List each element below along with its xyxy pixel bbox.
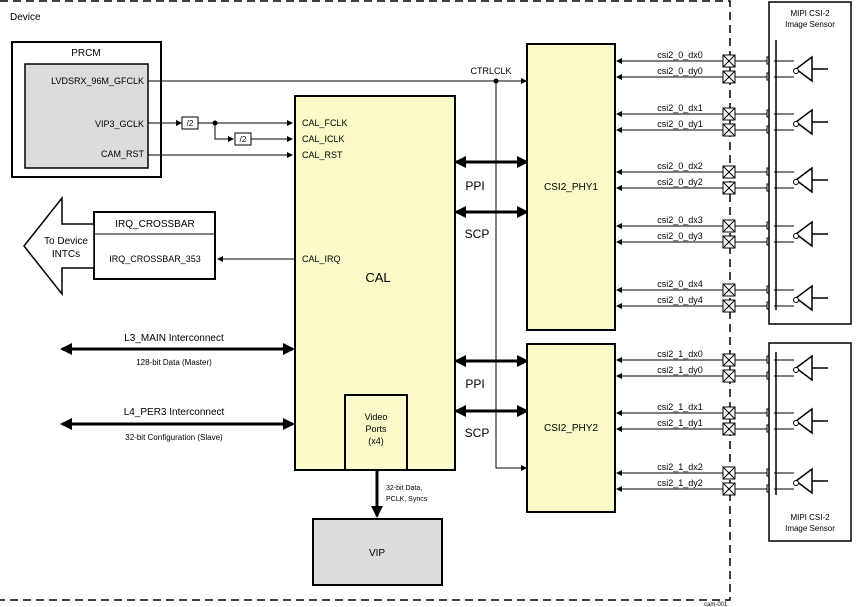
prcm-block: PRCM LVDSRX_96M_GFCLK VIP3_GCLK CAM_RST xyxy=(11,41,162,178)
phy2-lane-5-label: csi2_1_dy2 xyxy=(657,478,703,488)
lane-driver xyxy=(774,55,828,83)
sensor1-line2: Image Sensor xyxy=(785,20,835,29)
to-intc-arrow xyxy=(23,195,95,297)
vip-link-label-1: 32-bit Data, xyxy=(386,485,422,492)
ctrlclk-line xyxy=(495,81,527,471)
phy2-lane-1-label: csi2_1_dy0 xyxy=(657,365,703,375)
l4-per3-title: L4_PER3 Interconnect xyxy=(124,407,225,418)
csi2-phy1-block: CSI2_PHY1 xyxy=(526,43,616,331)
cal-title: CAL xyxy=(365,270,390,285)
l4-per3-sub: 32-bit Configuration (Slave) xyxy=(125,433,223,442)
lane-driver xyxy=(774,467,828,495)
divider-1-label: /2 xyxy=(187,119,194,128)
phy1-lane-0-label: csi2_0_dx0 xyxy=(657,50,703,60)
phy1-lane-8-label: csi2_0_dx4 xyxy=(657,279,703,289)
cal-rst-label: CAL_RST xyxy=(302,150,343,160)
ppi-label-1: PPI xyxy=(465,179,484,193)
divider-2-label: /2 xyxy=(240,135,247,144)
phy1-lane-7-label: csi2_0_dy3 xyxy=(657,231,703,241)
phy2-lane-2-label: csi2_1_dx1 xyxy=(657,402,703,412)
lvds-clk-label: LVDSRX_96M_GFCLK xyxy=(51,76,144,86)
sensor2-line2: Image Sensor xyxy=(785,524,835,533)
ctrlclk-label: CTRLCLK xyxy=(470,66,511,76)
vip-title: VIP xyxy=(369,548,385,559)
to-intc-line2: INTCs xyxy=(52,249,80,260)
vip3-clk-label: VIP3_GCLK xyxy=(95,119,144,129)
video-ports-line3: (x4) xyxy=(368,436,384,446)
lane-driver xyxy=(774,284,828,312)
phy2-lane-0-label: csi2_1_dx0 xyxy=(657,349,703,359)
iclk-branch-line xyxy=(214,123,234,142)
lane-driver xyxy=(774,220,828,248)
lane-driver xyxy=(774,108,828,136)
cal-fclk-label: CAL_FCLK xyxy=(302,118,348,128)
phy2-title: CSI2_PHY2 xyxy=(544,423,598,434)
ppi-label-2: PPI xyxy=(465,377,484,391)
irq-crossbar-title: IRQ_CROSSBAR xyxy=(115,219,194,230)
l3-main-title: L3_MAIN Interconnect xyxy=(124,333,224,344)
sensor2-line1: MIPI CSI-2 xyxy=(790,513,830,522)
lane-driver xyxy=(774,354,828,382)
phy1-lane-5-label: csi2_0_dy2 xyxy=(657,177,703,187)
phy1-lane-2-label: csi2_0_dx1 xyxy=(657,103,703,113)
scp-label-1: SCP xyxy=(465,227,490,241)
lane-driver xyxy=(774,407,828,435)
image-sensor-1: MIPI CSI-2 Image Sensor xyxy=(768,1,852,325)
phy1-lane-9-label: csi2_0_dy4 xyxy=(657,295,703,305)
phy1-lane-3-label: csi2_0_dy1 xyxy=(657,119,703,129)
csi2-lanes: csi2_0_dx0 csi2_0_dy0 csi2_0_dx1 csi2_0_dy1… xyxy=(616,50,775,496)
irq-crossbar-label: IRQ_CROSSBAR_353 xyxy=(109,254,201,264)
phy2-lane-4-label: csi2_1_dx2 xyxy=(657,462,703,472)
cal-irq-label: CAL_IRQ xyxy=(302,254,341,264)
scp-label-2: SCP xyxy=(465,426,490,440)
cal-block: CAL_FCLK CAL_ICLK CAL_RST CAL_IRQ CAL Vi… xyxy=(294,95,456,471)
phy1-lane-1-label: csi2_0_dy0 xyxy=(657,66,703,76)
l3-main-sub: 128-bit Data (Master) xyxy=(136,358,212,367)
phy2-lane-3-label: csi2_1_dy1 xyxy=(657,418,703,428)
device-label: Device xyxy=(10,12,41,23)
csi2-phy2-block: CSI2_PHY2 xyxy=(526,343,616,513)
phy1-lane-6-label: csi2_0_dx3 xyxy=(657,215,703,225)
to-intc-line1: To Device xyxy=(44,236,88,247)
lane-driver xyxy=(774,166,828,194)
prcm-title: PRCM xyxy=(71,48,100,59)
cal-iclk-label: CAL_ICLK xyxy=(302,134,345,144)
video-ports-block xyxy=(344,394,408,471)
footer-id: cam-001 xyxy=(704,602,728,607)
irq-crossbar-block: IRQ_CROSSBAR IRQ_CROSSBAR_353 xyxy=(93,211,216,280)
video-ports-line2: Ports xyxy=(365,424,387,434)
video-ports-line1: Video xyxy=(365,412,388,422)
sensor-drivers xyxy=(774,40,828,495)
vip-block xyxy=(312,518,443,586)
vip-link-label-2: PCLK, Syncs xyxy=(386,496,428,503)
cam-rst-label: CAM_RST xyxy=(101,149,145,159)
sensor1-line1: MIPI CSI-2 xyxy=(790,9,830,18)
phy1-title: CSI2_PHY1 xyxy=(544,182,598,193)
phy1-lane-4-label: csi2_0_dx2 xyxy=(657,161,703,171)
